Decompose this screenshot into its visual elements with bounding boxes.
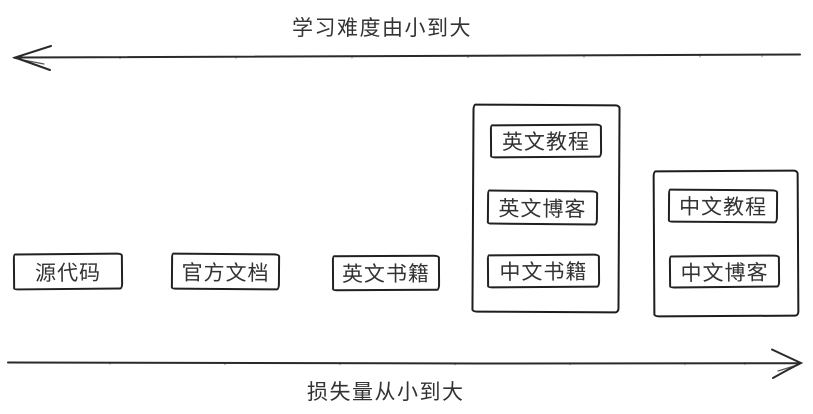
node-chinese-tutorials: 中文教程 — [667, 188, 779, 224]
top-axis-label: 学习难度由小到大 — [292, 17, 472, 40]
node-english-books: 英文书籍 — [331, 254, 441, 292]
node-chinese-books: 中文书籍 — [486, 253, 601, 289]
node-label: 中文书籍 — [499, 260, 588, 285]
loss-arrow-right — [7, 348, 804, 379]
node-official-docs: 官方文档 — [170, 252, 281, 291]
node-label: 源代码 — [34, 261, 102, 285]
node-label: 中文教程 — [678, 195, 768, 220]
node-label: 英文书籍 — [341, 262, 431, 287]
node-chinese-blogs: 中文博客 — [668, 254, 781, 289]
difficulty-arrow-left — [11, 45, 801, 71]
node-label: 中文博客 — [680, 261, 769, 285]
node-label: 官方文档 — [181, 261, 270, 285]
node-english-tutorials: 英文教程 — [489, 123, 603, 159]
bottom-axis-label: 损失量从小到大 — [307, 381, 465, 404]
node-english-blogs: 英文博客 — [486, 189, 599, 226]
node-label: 英文博客 — [498, 197, 587, 221]
node-label: 英文教程 — [501, 130, 591, 155]
node-source-code: 源代码 — [12, 252, 124, 291]
